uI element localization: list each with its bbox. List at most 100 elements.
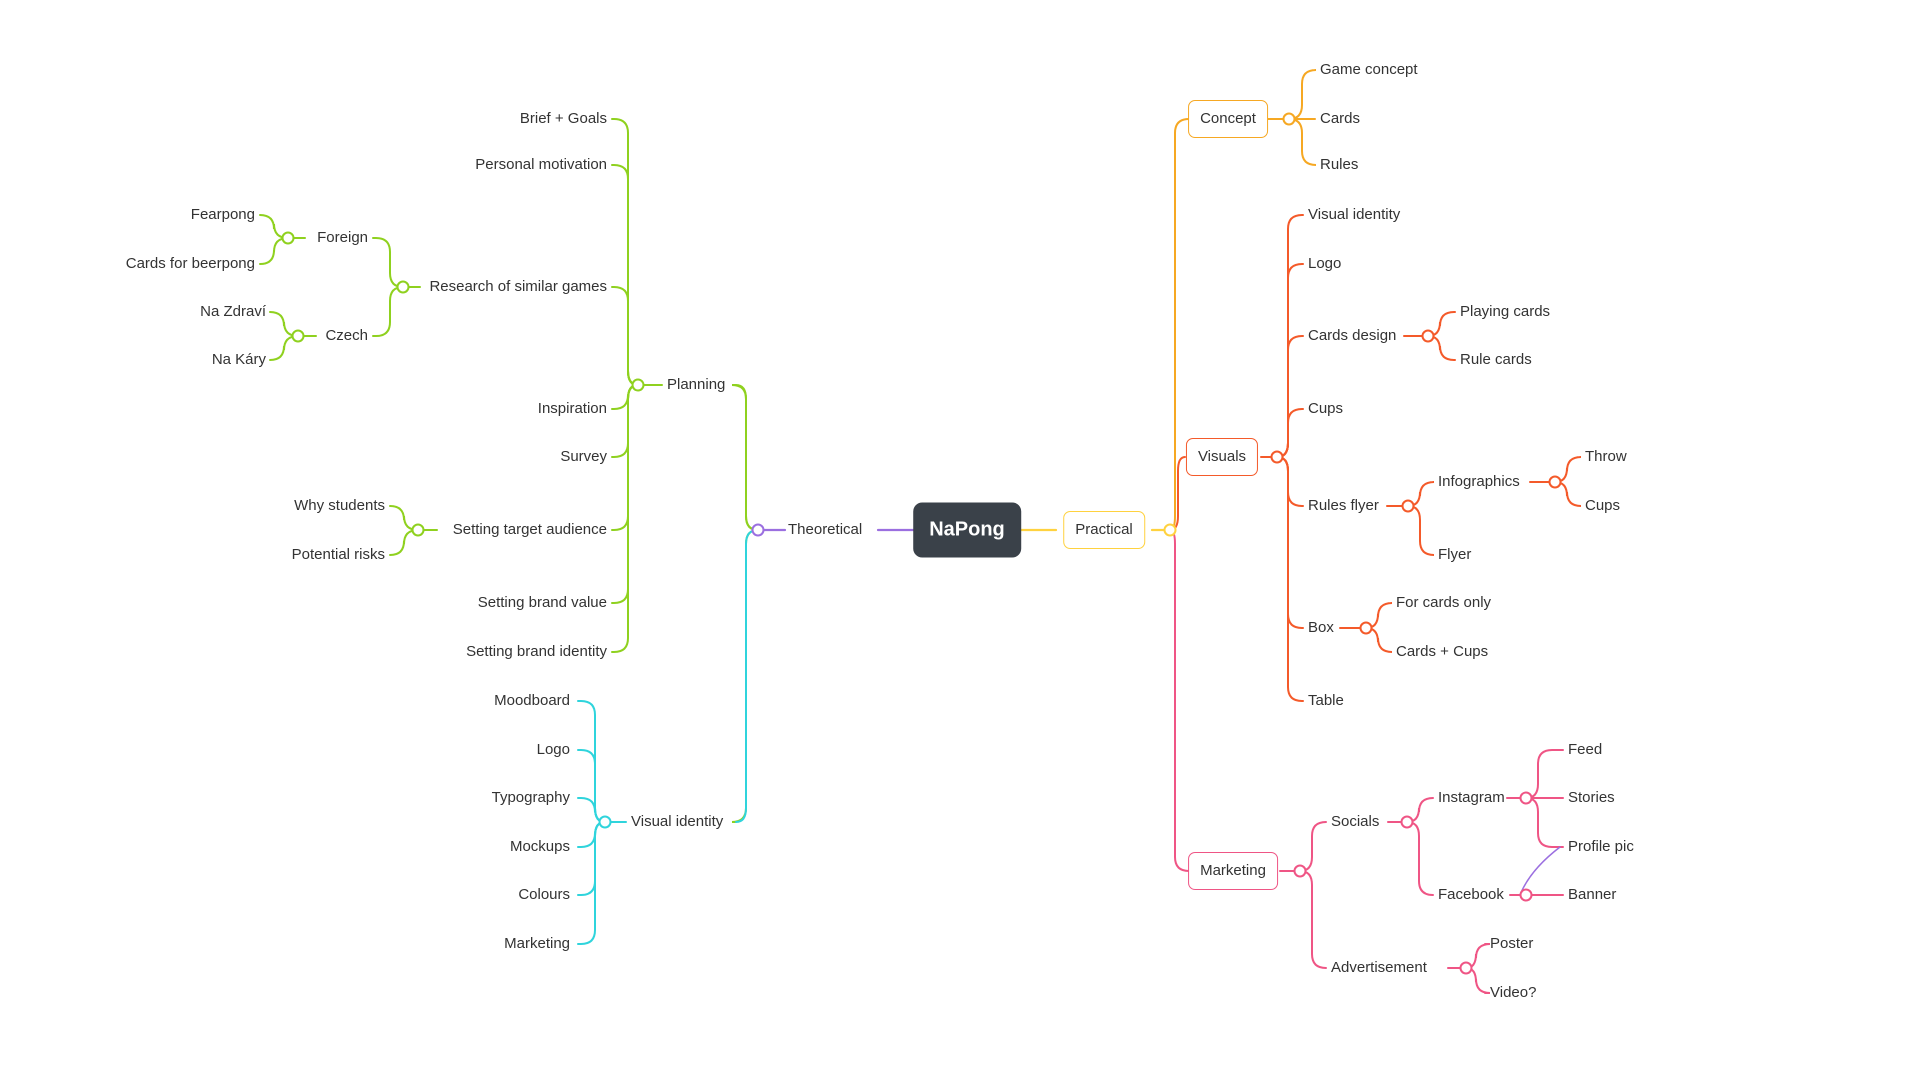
visuals-link-5 <box>1276 456 1304 629</box>
hub-theoretical[interactable] <box>751 523 765 537</box>
research-link-1 <box>372 286 404 337</box>
rules-flyer-link-0 <box>1407 481 1435 507</box>
planning-link-1 <box>611 164 639 386</box>
topic-visuals[interactable]: Visuals <box>1185 438 1259 476</box>
audience-link-1 <box>389 529 419 556</box>
cards-design-link-1 <box>1427 335 1456 361</box>
topic-inspiration[interactable]: Inspiration <box>537 400 607 417</box>
topic-practical[interactable]: Practical <box>1063 511 1145 549</box>
hub-facebook[interactable] <box>1519 888 1533 902</box>
hub-advertisement[interactable] <box>1459 961 1473 975</box>
topic-cards-cups[interactable]: Cards + Cups <box>1396 643 1489 660</box>
hub-czech[interactable] <box>291 329 305 343</box>
topic-moodboard[interactable]: Moodboard <box>494 692 570 709</box>
topic-table[interactable]: Table <box>1308 692 1344 709</box>
hub-box[interactable] <box>1359 621 1373 635</box>
hub-planning[interactable] <box>631 378 645 392</box>
planning-link-4 <box>611 384 639 458</box>
topic-research-similar-games[interactable]: Research of similar games <box>429 278 607 295</box>
topic-na-zdravi[interactable]: Na Zdraví <box>200 303 266 320</box>
link-theoretical-planning <box>735 384 759 531</box>
topic-banner[interactable]: Banner <box>1568 886 1617 903</box>
topic-visual-identity-left[interactable]: Visual identity <box>631 813 724 830</box>
hub-target-audience[interactable] <box>411 523 425 537</box>
topic-theoretical[interactable]: Theoretical <box>788 521 863 538</box>
topic-cups-infographic[interactable]: Cups <box>1585 497 1621 514</box>
topic-video[interactable]: Video? <box>1490 984 1537 1001</box>
topic-na-kary[interactable]: Na Káry <box>211 351 266 368</box>
link-practical-marketing <box>1169 529 1190 872</box>
topic-brief-goals[interactable]: Brief + Goals <box>519 110 607 127</box>
topic-foreign[interactable]: Foreign <box>317 229 368 246</box>
topic-stories[interactable]: Stories <box>1568 789 1615 806</box>
topic-rules[interactable]: Rules <box>1320 156 1359 173</box>
hub-cards-design[interactable] <box>1421 329 1435 343</box>
visuals-link-4 <box>1276 456 1304 507</box>
topic-infographics[interactable]: Infographics <box>1438 473 1520 490</box>
hub-practical[interactable] <box>1163 523 1177 537</box>
hub-visuals[interactable] <box>1270 450 1284 464</box>
topic-cards-design[interactable]: Cards design <box>1308 327 1397 344</box>
hub-socials[interactable] <box>1400 815 1414 829</box>
box-link-1 <box>1365 627 1393 653</box>
topic-cards[interactable]: Cards <box>1320 110 1361 127</box>
topic-poster[interactable]: Poster <box>1490 935 1534 952</box>
cards-design-link-0 <box>1427 311 1456 337</box>
topic-logo-left[interactable]: Logo <box>536 741 570 758</box>
concept-link-0 <box>1288 69 1317 120</box>
topic-czech[interactable]: Czech <box>325 327 368 344</box>
research-link-0 <box>372 237 404 288</box>
hub-foreign[interactable] <box>281 231 295 245</box>
topic-setting-brand-identity[interactable]: Setting brand identity <box>466 643 607 660</box>
topic-rules-flyer[interactable]: Rules flyer <box>1308 497 1379 514</box>
topic-setting-target-audience[interactable]: Setting target audience <box>452 521 607 538</box>
vis-left-link-5 <box>577 821 606 945</box>
topic-cards-for-beerpong[interactable]: Cards for beerpong <box>125 255 255 272</box>
topic-socials[interactable]: Socials <box>1331 813 1380 830</box>
topic-personal-motivation[interactable]: Personal motivation <box>475 156 607 173</box>
topic-instagram[interactable]: Instagram <box>1438 789 1505 806</box>
topic-feed[interactable]: Feed <box>1568 741 1603 758</box>
planning-link-2 <box>611 286 639 386</box>
instagram-link-2 <box>1525 797 1564 848</box>
topic-planning[interactable]: Planning <box>667 376 726 393</box>
topic-survey[interactable]: Survey <box>560 448 607 465</box>
topic-cups[interactable]: Cups <box>1308 400 1344 417</box>
topic-game-concept[interactable]: Game concept <box>1320 61 1418 78</box>
marketing-link-1 <box>1299 870 1327 969</box>
topic-flyer[interactable]: Flyer <box>1438 546 1472 563</box>
topic-facebook[interactable]: Facebook <box>1438 886 1504 903</box>
topic-logo-right[interactable]: Logo <box>1308 255 1342 272</box>
topic-playing-cards[interactable]: Playing cards <box>1460 303 1551 320</box>
hub-instagram[interactable] <box>1519 791 1533 805</box>
visuals-link-3 <box>1276 408 1304 458</box>
topic-fearpong[interactable]: Fearpong <box>190 206 255 223</box>
hub-concept[interactable] <box>1282 112 1296 126</box>
topic-concept[interactable]: Concept <box>1188 100 1268 138</box>
topic-box[interactable]: Box <box>1308 619 1334 636</box>
topic-profile-pic[interactable]: Profile pic <box>1568 838 1634 855</box>
topic-throw[interactable]: Throw <box>1585 448 1627 465</box>
topic-marketing[interactable]: Marketing <box>1188 852 1278 890</box>
hub-marketing[interactable] <box>1293 864 1307 878</box>
topic-for-cards-only[interactable]: For cards only <box>1396 594 1492 611</box>
topic-typography[interactable]: Typography <box>491 789 570 806</box>
root-node[interactable]: NaPong <box>913 502 1021 558</box>
hub-visual-identity-left[interactable] <box>598 815 612 829</box>
topic-advertisement[interactable]: Advertisement <box>1331 959 1427 976</box>
topic-setting-brand-value[interactable]: Setting brand value <box>477 594 607 611</box>
box-link-0 <box>1365 602 1393 629</box>
topic-visual-identity-right[interactable]: Visual identity <box>1308 206 1401 223</box>
topic-marketing-left[interactable]: Marketing <box>504 935 570 952</box>
visuals-link-1 <box>1276 263 1304 458</box>
vis-left-link-0 <box>577 700 606 823</box>
hub-research[interactable] <box>396 280 410 294</box>
topic-colours[interactable]: Colours <box>518 886 570 903</box>
topic-potential-risks[interactable]: Potential risks <box>291 546 385 563</box>
topic-rule-cards[interactable]: Rule cards <box>1460 351 1532 368</box>
hub-infographics[interactable] <box>1548 475 1562 489</box>
topic-why-students[interactable]: Why students <box>294 497 385 514</box>
hub-rules-flyer[interactable] <box>1401 499 1415 513</box>
topic-mockups[interactable]: Mockups <box>509 838 570 855</box>
